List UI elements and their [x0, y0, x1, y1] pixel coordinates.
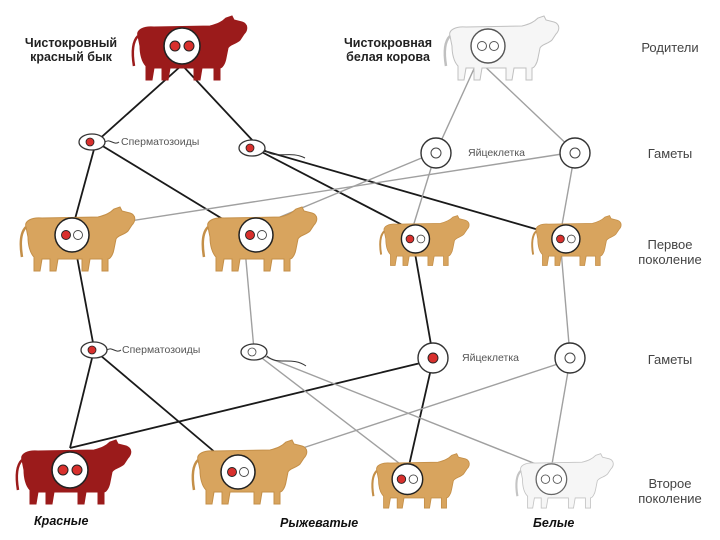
genotype-circle	[471, 29, 505, 63]
allele-white	[490, 42, 499, 51]
allele-red	[170, 41, 180, 51]
f2-roan-cow-2	[372, 454, 469, 508]
egg-2b	[555, 343, 585, 373]
connector-lines-light	[72, 60, 575, 470]
egg-label-2: Яйцеклетка	[462, 352, 519, 364]
row-label-second-generation: Второе поколение	[622, 476, 718, 506]
genotype-circle	[164, 28, 200, 64]
egg-1b	[560, 138, 590, 168]
parent-bull-label: Чистокровный красный бык	[10, 36, 132, 64]
row-label-gametes-2: Гаметы	[622, 352, 718, 367]
egg-1a	[421, 138, 451, 168]
parent-bull	[133, 16, 247, 80]
f2-roan-cow-1	[193, 440, 307, 504]
phenotype-label-red: Красные	[34, 514, 88, 528]
egg-label-1: Яйцеклетка	[468, 147, 525, 159]
allele-red	[184, 41, 194, 51]
sperm-label-1: Сперматозоиды	[121, 136, 199, 148]
egg-2a	[418, 343, 448, 373]
parent-cow-label: Чистокровная белая корова	[330, 36, 446, 64]
sperm-2b	[241, 344, 306, 366]
sperm-1a	[79, 134, 119, 150]
sperm-label-2: Сперматозоиды	[122, 344, 200, 356]
phenotype-label-white: Белые	[533, 516, 574, 530]
f1-cow-4	[532, 216, 621, 266]
row-label-gametes-1: Гаметы	[622, 146, 718, 161]
f2-red-cow	[17, 440, 131, 504]
f1-cow-3	[380, 216, 469, 266]
sperm-1b	[239, 140, 305, 158]
sperm-2a	[81, 342, 121, 358]
allele-white	[478, 42, 487, 51]
connector-lines-dark	[70, 65, 560, 470]
row-label-first-generation: Первое поколение	[622, 237, 718, 267]
parent-cow	[445, 16, 559, 80]
phenotype-label-roan: Рыжеватые	[280, 516, 358, 530]
row-label-parents: Родители	[622, 40, 718, 55]
